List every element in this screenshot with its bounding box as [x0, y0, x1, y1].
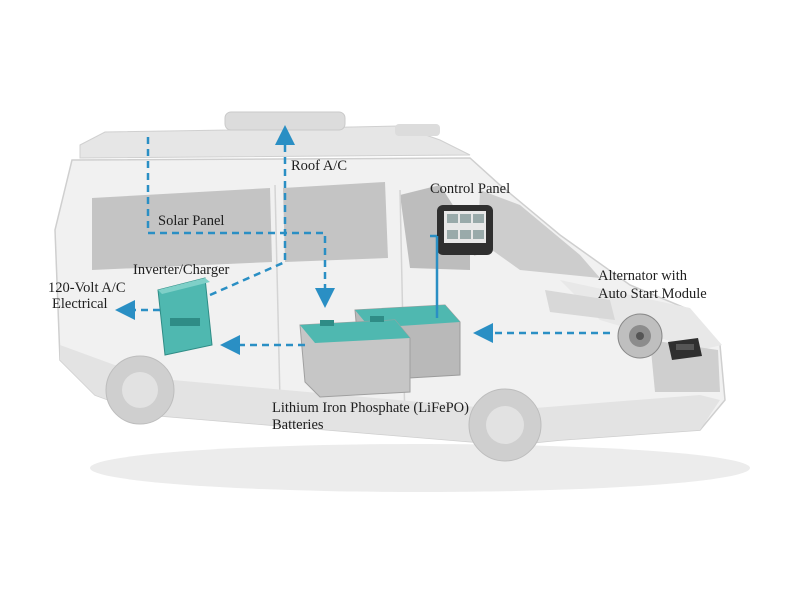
roof-ac-unit	[224, 111, 346, 131]
label-roof-ac: Roof A/C	[291, 158, 347, 174]
label-batteries-line1: Lithium Iron Phosphate (LiFePO)	[272, 400, 469, 416]
van-shadow	[90, 444, 750, 492]
label-inverter-charger: Inverter/Charger	[133, 262, 230, 278]
control-panel-unit	[437, 205, 493, 255]
label-ac-electrical-line1: 120-Volt A/C	[48, 280, 126, 296]
label-alternator-line2: Auto Start Module	[598, 286, 707, 302]
label-ac-electrical-line2: Electrical	[52, 296, 108, 312]
lifepo-batteries	[299, 304, 461, 398]
arrow-inverter-to-roof-ac	[209, 125, 295, 297]
label-control-panel: Control Panel	[430, 181, 511, 197]
van-body	[54, 111, 726, 462]
label-batteries-line2: Batteries	[272, 417, 324, 433]
flow-arrows	[115, 125, 610, 355]
label-alternator-line1: Alternator with	[598, 268, 687, 284]
label-solar-panel: Solar Panel	[158, 213, 225, 229]
alternator-module	[617, 313, 702, 360]
inverter-charger-unit	[157, 277, 213, 356]
arrow-solar-to-batteries	[146, 137, 335, 308]
